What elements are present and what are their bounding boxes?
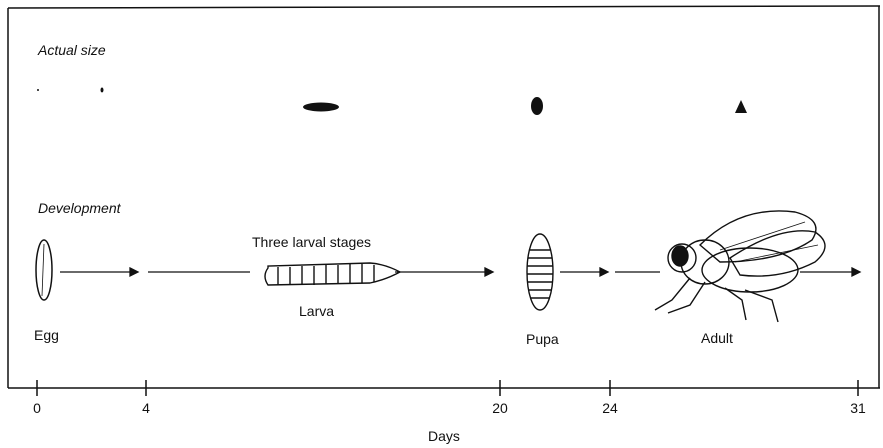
actual-larva-size [303, 103, 339, 112]
fly-eye [672, 246, 688, 266]
axis-tick-label: 31 [850, 400, 866, 416]
frame [8, 6, 880, 388]
larva-illustration [265, 263, 400, 285]
timeline-axis [8, 380, 880, 396]
actual-egg-dot [37, 89, 39, 91]
stage-label-pupa: Pupa [526, 331, 559, 347]
adult-fly-illustration [655, 211, 825, 322]
axis-tick-label: 0 [33, 400, 41, 416]
stage-label-adult: Adult [701, 330, 733, 346]
actual-size-specimens [37, 88, 747, 116]
actual-egg-size [101, 88, 104, 93]
axis-title: Days [428, 428, 460, 444]
axis-tick-label: 4 [142, 400, 150, 416]
axis-tick-label: 24 [602, 400, 618, 416]
axis-tick-label: 20 [492, 400, 508, 416]
stage-label-larva: Larva [299, 303, 334, 319]
actual-adult-size [735, 100, 747, 113]
egg-illustration [36, 240, 52, 300]
actual-pupa-size [531, 97, 543, 115]
stage-label-egg: Egg [34, 327, 59, 343]
section-label-development: Development [38, 200, 121, 216]
stage-label-larval-note: Three larval stages [252, 234, 371, 250]
pupa-illustration [527, 234, 553, 310]
section-label-actual-size: Actual size [38, 42, 106, 58]
